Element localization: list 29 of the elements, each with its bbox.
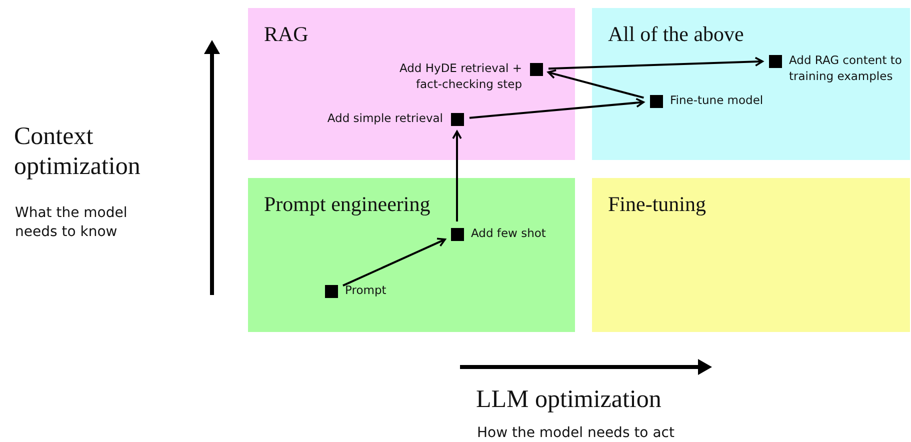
step-label: Add simple retrieval [326,111,443,127]
arrow [548,56,764,70]
step-marker [650,94,662,108]
step-marker [530,62,542,76]
quadrant-panel [248,178,575,332]
quadrant-title: All of the above [608,22,744,47]
step-marker [450,228,464,240]
step-marker [768,54,782,68]
axis-title: Context optimization [14,122,142,182]
quadrant-panel [592,8,910,160]
axis-title: LLM optimization [476,385,662,415]
quadrant-title: Prompt engineering [264,192,430,217]
axis-subtitle: What the model needs to know [15,204,128,242]
step-label: Add RAG content to training examples [789,53,903,84]
arrow [342,238,446,286]
arrow [547,69,644,99]
step-label: Fine-tune model [670,93,764,109]
quadrant-panel [248,8,575,160]
axis-subtitle: How the model needs to act [477,424,676,442]
arrow [469,98,644,119]
quadrant-title: Fine-tuning [608,192,706,217]
step-label: Add HyDE retrieval + fact-checking step [398,61,522,92]
quadrant-title: RAG [264,22,308,47]
step-label: Add few shot [471,226,547,242]
step-label: Prompt [345,283,388,299]
arrow [452,130,462,222]
step-marker [450,112,464,126]
step-marker [324,284,338,298]
quadrant-panel [592,178,910,332]
